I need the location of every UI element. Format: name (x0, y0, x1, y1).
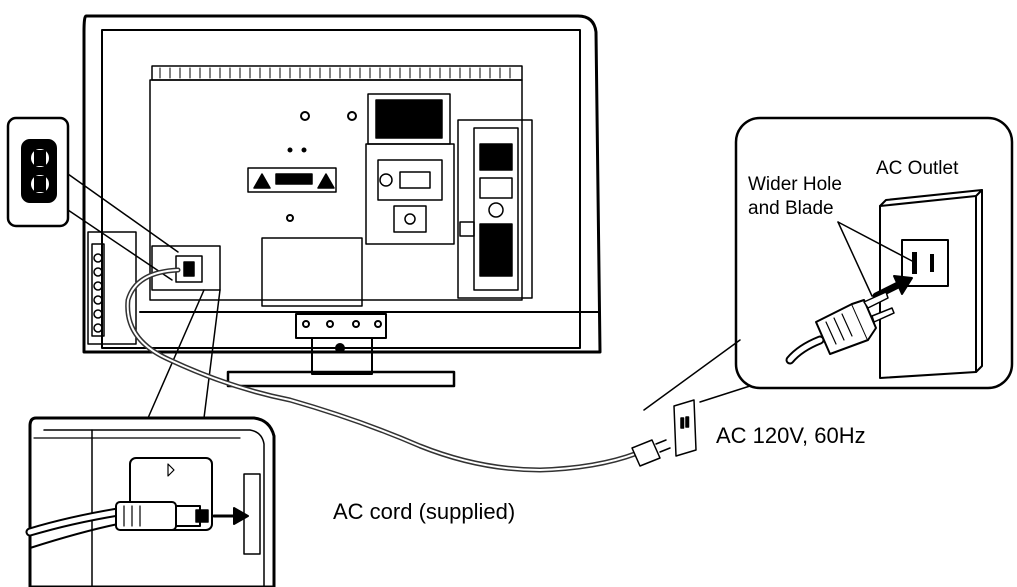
ac-outlet-label: AC Outlet (876, 158, 959, 179)
ac-outlet-callout (734, 116, 1014, 390)
cord-plug-icon (25, 501, 209, 549)
tv-rear-panel (82, 14, 602, 388)
wider-hole-line2: and Blade (748, 198, 834, 219)
plug-arrow-icon (872, 275, 913, 300)
tv-stand (226, 313, 456, 388)
wall-outlet-small-icon (673, 399, 697, 457)
tv-ac-inlet (151, 245, 221, 291)
wider-hole-label: Wider Hole and Blade (748, 173, 842, 221)
left-side-bay (87, 231, 137, 345)
vent-slots (159, 67, 511, 79)
figure-8-ac-inlet-icon (21, 139, 57, 203)
ac-voltage-label: AC 120V, 60Hz (716, 423, 866, 448)
ac-cord (125, 267, 751, 473)
ac-cord-label: AC cord (supplied) (333, 499, 516, 524)
wall-plug-small-icon (631, 439, 671, 467)
plug-insertion-callout (25, 289, 276, 587)
polarized-plug-icon (785, 291, 895, 365)
ac-inlet-callout (6, 116, 179, 281)
rear-terminal-block (365, 93, 455, 245)
side-terminal-panel (457, 119, 533, 299)
wider-hole-line1: Wider Hole (748, 174, 842, 195)
warning-label (247, 167, 337, 193)
insertion-arrow-icon (212, 507, 249, 525)
